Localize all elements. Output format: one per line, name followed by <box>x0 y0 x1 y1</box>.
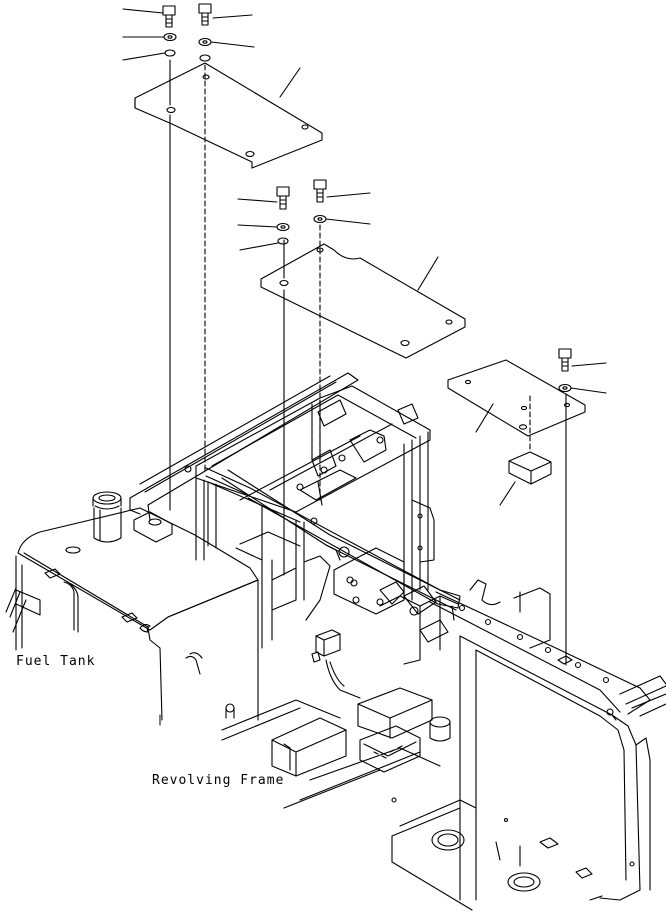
cover-plate-2 <box>261 244 465 358</box>
lockwasher-1a <box>165 50 175 56</box>
bolt-2a <box>277 187 289 209</box>
cover-plate-3-group <box>448 349 606 665</box>
bolt-3 <box>559 349 571 371</box>
label-revolving-frame: Revolving Frame <box>152 773 285 788</box>
cover-plate-2-group <box>238 180 465 575</box>
rubber-pad <box>509 452 551 484</box>
washer-1b <box>199 39 211 46</box>
bolt-1a <box>163 6 175 27</box>
label-fuel-tank: Fuel Tank <box>16 654 96 669</box>
fuel-filler-cap <box>93 492 121 542</box>
lower-bracket <box>272 718 346 776</box>
cover-plate-3 <box>448 360 585 436</box>
bolt-2b <box>314 180 326 202</box>
fuel-tank <box>6 492 258 720</box>
cover-plate-1 <box>135 63 322 168</box>
frame-structure <box>130 373 666 910</box>
washer-1a <box>164 34 176 41</box>
cover-plate-1-group <box>123 4 322 510</box>
bolt-1b <box>199 4 211 25</box>
